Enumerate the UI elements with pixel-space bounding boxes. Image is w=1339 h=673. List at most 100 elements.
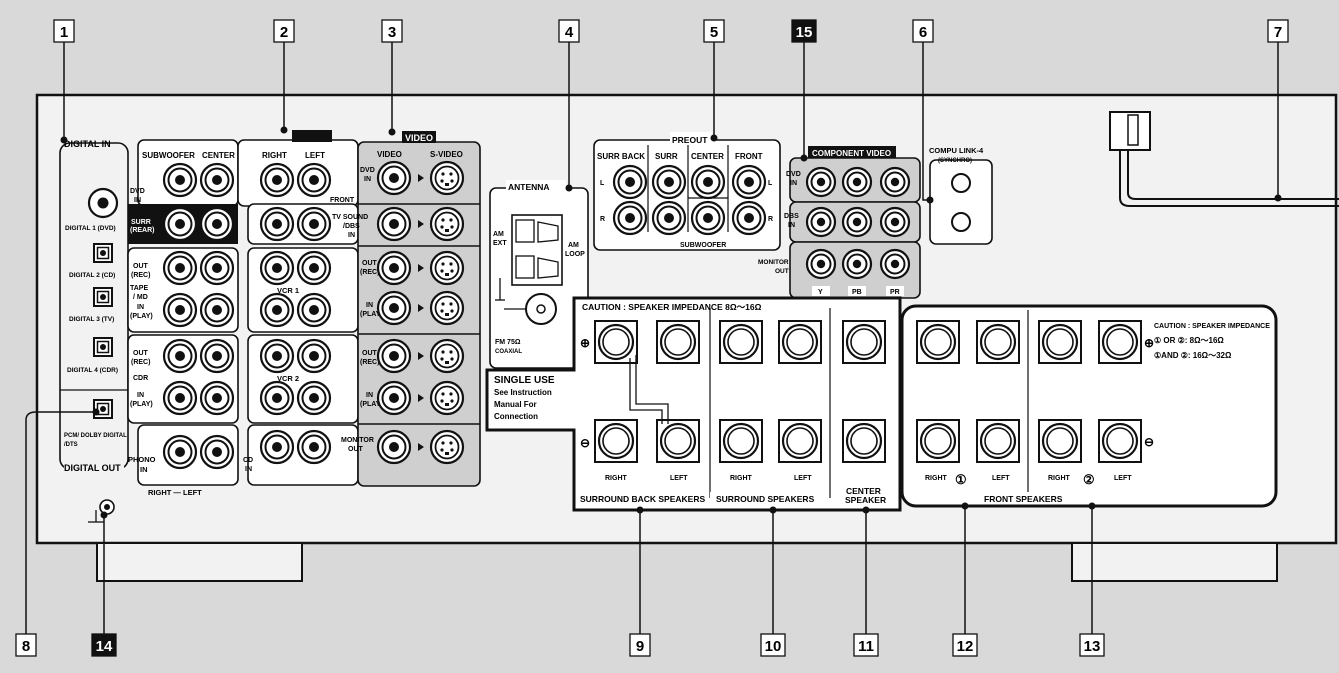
- pcm-label-2: /DTS: [64, 442, 78, 448]
- single-use-1: SINGLE USE: [494, 375, 555, 386]
- subwoofer-pre: SUBWOOFER: [680, 242, 726, 249]
- video-title: VIDEO: [405, 133, 433, 143]
- tv-sound: TV SOUND: [332, 214, 368, 221]
- digital-in-label: DIGITAL IN: [64, 139, 111, 149]
- comp-dbs-in: IN: [788, 222, 795, 229]
- vcr2-rec: (REC): [360, 359, 379, 366]
- callout-8-label: 8: [22, 638, 30, 655]
- tape-play: (PLAY): [130, 313, 153, 320]
- comp-dvd-in: IN: [790, 180, 797, 187]
- front-speakers-label: FRONT SPEAKERS: [984, 494, 1063, 504]
- synchro-label: (SYNCHRO): [938, 158, 972, 164]
- sb-left: LEFT: [670, 475, 688, 482]
- video-dvd: DVD: [360, 167, 375, 174]
- tape-label: TAPE: [130, 285, 148, 292]
- callout-11: 11: [853, 633, 879, 657]
- r-label-2: R: [768, 216, 773, 223]
- leader-lines: [25, 42, 1279, 634]
- comp-dbs: DBS: [784, 213, 799, 220]
- svideo-col: S-VIDEO: [430, 150, 463, 159]
- callout-9: 9: [629, 633, 651, 657]
- r-label-1: R: [600, 216, 605, 223]
- callout-5-label: 5: [710, 24, 718, 41]
- center-label: CENTER: [202, 151, 235, 160]
- callout-5: 5: [703, 19, 725, 43]
- surround-back-label: SURROUND BACK SPEAKERS: [580, 494, 705, 504]
- dvd-in-label: IN: [134, 197, 141, 204]
- vcr1-label: VCR 1: [277, 286, 299, 295]
- surr-label-pre: SURR: [655, 152, 678, 161]
- callout-15-label: 15: [796, 24, 813, 41]
- sb-right: RIGHT: [605, 475, 628, 482]
- comp-monitor: MONITOR: [758, 259, 789, 266]
- cdr-out: OUT: [133, 350, 149, 357]
- component-section: COMPONENT VIDEO DVD IN DBS IN MONITOR OU…: [758, 146, 921, 299]
- single-use-2: See Instruction: [494, 388, 552, 397]
- callout-12-label: 12: [957, 638, 974, 655]
- audio-section: AUDIO SUBWOOFER CENTER RIGHT LEFT FRONT …: [127, 130, 359, 497]
- right-label: RIGHT: [262, 151, 287, 160]
- cdr-rec: (REC): [131, 359, 150, 366]
- callout-6: 6: [912, 19, 934, 43]
- speaker-section: CAUTION : SPEAKER IMPEDANCE 8Ω～16Ω SINGL…: [485, 296, 1278, 512]
- front-and: ①AND ②: 16Ω～32Ω: [1154, 351, 1232, 360]
- preout-section: PREOUT SURR BACK SURR CENTER FRONT L R L…: [593, 132, 781, 251]
- f2-right: RIGHT: [1048, 475, 1071, 482]
- dvd-label: DVD: [130, 188, 145, 195]
- leader-dots: [60, 126, 1282, 519]
- plus-sign-1: ⊕: [580, 336, 590, 350]
- vcr1-out: OUT: [362, 260, 378, 267]
- callout-13: 13: [1079, 633, 1105, 657]
- single-use-3: Manual For: [494, 400, 537, 409]
- callout-8: 8: [15, 633, 37, 657]
- f1-left: LEFT: [992, 475, 1010, 482]
- vcr2-play: (PLAY): [360, 401, 383, 408]
- center-sp-1: CENTER: [846, 486, 881, 496]
- rear-label: (REAR): [130, 227, 155, 234]
- speaker-caution: CAUTION : SPEAKER IMPEDANCE 8Ω～16Ω: [582, 302, 762, 312]
- digital-2-label: DIGITAL 2 (CD): [69, 272, 115, 279]
- callout-7: 7: [1267, 19, 1289, 43]
- digital-4-label: DIGITAL 4 (CDR): [67, 367, 118, 374]
- callout-1: 1: [53, 19, 75, 43]
- am-loop-1: AM: [568, 242, 579, 249]
- callout-11-label: 11: [858, 638, 874, 655]
- y-label: Y: [818, 289, 823, 296]
- phono-in: IN: [140, 465, 148, 474]
- callout-13-label: 13: [1084, 638, 1101, 655]
- minus-sign-2: ⊖: [1144, 435, 1154, 449]
- callout-14-label: 14: [96, 638, 113, 655]
- am-ext-1: AM: [493, 231, 504, 238]
- front-one: ①: [955, 472, 967, 487]
- l-label-2: L: [768, 180, 773, 187]
- digital-3-label: DIGITAL 3 (TV): [69, 316, 114, 323]
- preout-label: PREOUT: [672, 135, 708, 145]
- callout-7-label: 7: [1274, 24, 1282, 41]
- front-caution: CAUTION : SPEAKER IMPEDANCE: [1154, 323, 1270, 330]
- cdr-play: (PLAY): [130, 401, 153, 408]
- surr-back-label: SURR BACK: [597, 152, 645, 161]
- front-two: ②: [1083, 472, 1095, 487]
- phono-label: PHONO: [128, 455, 156, 464]
- callout-1-label: 1: [60, 24, 68, 41]
- callout-3-label: 3: [388, 24, 396, 41]
- pr-label: PR: [890, 289, 900, 296]
- tv-in: IN: [348, 232, 355, 239]
- tape-rec: (REC): [131, 272, 150, 279]
- monitor-out: OUT: [348, 446, 364, 453]
- digital-out-label: DIGITAL OUT: [64, 463, 121, 473]
- audio-label: AUDIO: [298, 132, 327, 142]
- tape-out: OUT: [133, 263, 149, 270]
- pcm-label-1: PCM/ DOLBY DIGITAL: [64, 433, 127, 439]
- pb-label: PB: [852, 289, 862, 296]
- front-or: ① OR ②: 8Ω～16Ω: [1154, 336, 1224, 345]
- center-label-pre: CENTER: [691, 152, 724, 161]
- callout-2: 2: [273, 19, 295, 43]
- fm-label: FM 75Ω: [495, 339, 521, 346]
- phono-rl: RIGHT — LEFT: [148, 488, 202, 497]
- vcr1-play: (PLAY): [360, 311, 383, 318]
- digital-section: DIGITAL IN DIGITAL 1 (DVD) DIGITAL 2 (CD…: [59, 139, 129, 473]
- compulink-section: COMPU LINK-4 (SYNCHRO): [929, 146, 993, 245]
- callout-14: 14: [91, 633, 117, 657]
- cd-label: CD: [243, 457, 253, 464]
